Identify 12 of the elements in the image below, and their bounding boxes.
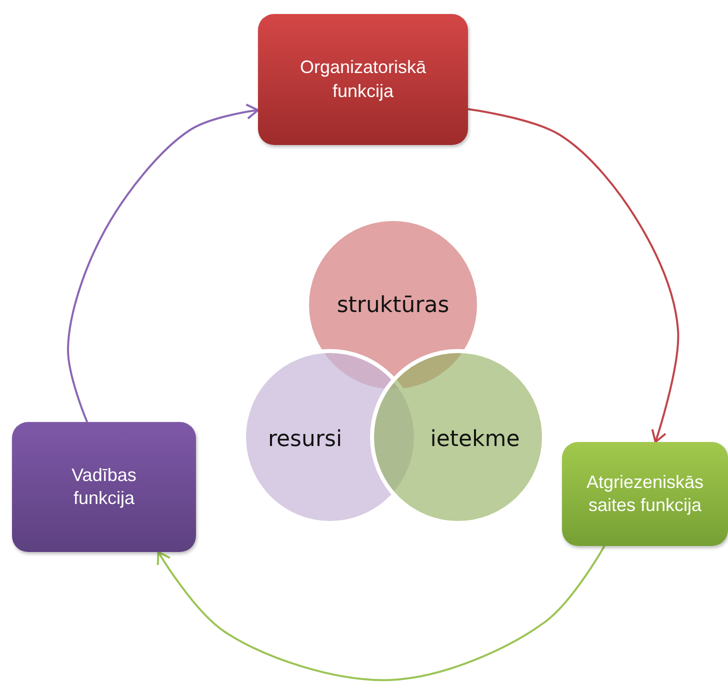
curved-arrow bbox=[67, 104, 259, 422]
box-label: Atgriezeniskās saites funkcija bbox=[585, 470, 705, 517]
curved-arrow bbox=[156, 546, 606, 681]
box-label: Vadības funkcija bbox=[70, 464, 138, 510]
box-label: Organizatoriskā funkcija bbox=[298, 56, 428, 103]
function-box bbox=[562, 442, 728, 546]
circle-label: ietekme bbox=[430, 426, 520, 452]
function-box bbox=[258, 14, 468, 145]
curved-arrow bbox=[468, 108, 680, 443]
circle-label: resursi bbox=[268, 426, 342, 452]
circle-label: struktūras bbox=[336, 292, 450, 318]
function-box bbox=[12, 422, 196, 552]
